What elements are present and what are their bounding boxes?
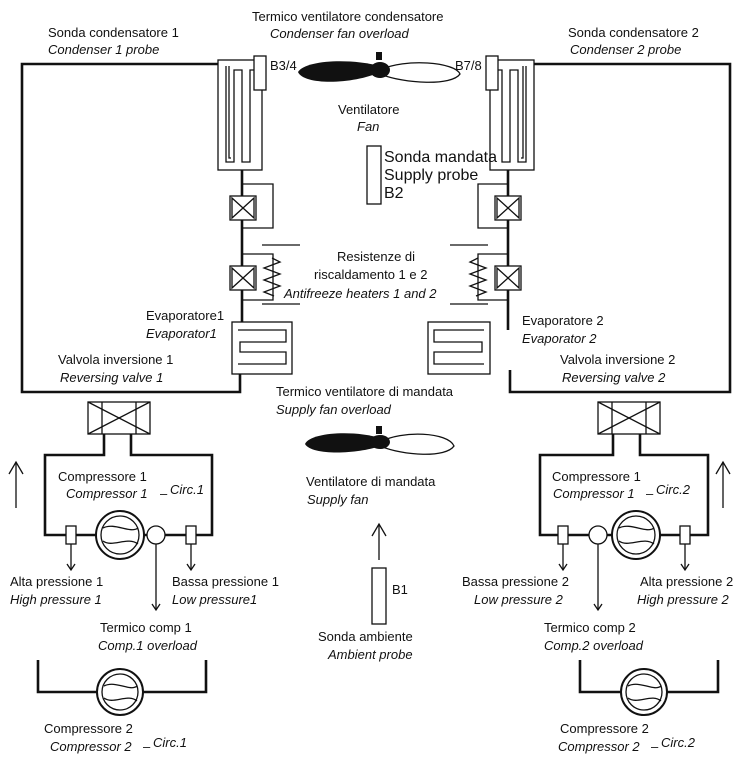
comp-overload-2-label-en: Comp.2 overload [544,638,644,653]
evaporator-1-label-it: Evaporatore1 [146,308,224,323]
supply-probe-b2 [366,145,382,205]
condenser-fan-overload-label-it: Termico ventilatore condensatore [252,9,444,24]
supply-probe-label-it: Sonda mandata [384,149,497,166]
left-circ-dash: – [160,486,168,501]
supply-fan-label-it: Ventilatore di mandata [306,474,436,489]
reversing-valve-1-label-en: Reversing valve 1 [60,370,163,385]
condenser-fan-icon [298,52,461,83]
right-circ-dash: – [646,486,654,501]
ambient-probe-label-en: Ambient probe [327,647,413,662]
b34-label: B3/4 [270,58,297,73]
comp-overload-2-label-it: Termico comp 2 [544,620,636,635]
left-flow-arrow [8,460,24,508]
reversing-valve-2-label-it: Valvola inversione 2 [560,352,675,367]
left-compressor-1 [95,510,145,560]
right-check-valve-1 [494,195,522,221]
condenser-probe-1-label-it: Sonda condensatore 1 [48,25,179,40]
high-pressure-2-label-en: High pressure 2 [637,592,730,607]
left-compressor-2-label-it: Compressore 2 [44,721,133,736]
low-pressure-1-label-it: Bassa pressione 1 [172,574,279,589]
comp-overload-1-label-en: Comp.1 overload [98,638,198,653]
left-evaporator [231,321,293,375]
condenser-probe-1 [253,55,267,91]
high-pressure-2-label-it: Alta pressione 2 [640,574,733,589]
ambient-probe-b1 [371,567,387,625]
reversing-valve-2 [597,401,661,435]
right-circ-label: Circ.2 [656,482,691,497]
condenser-probe-2-label-en: Condenser 2 probe [570,42,681,57]
left-circ-label: Circ.1 [170,482,204,497]
comp-overload-2-sensor [588,525,608,545]
right-compressor-2-circ: Circ.2 [661,735,696,750]
left-compressor-2-circ: Circ.1 [153,735,187,750]
high-pressure-1-label-en: High pressure 1 [10,592,102,607]
reversing-valve-2-label-en: Reversing valve 2 [562,370,666,385]
reversing-valve-1 [87,401,151,435]
low-pressure-2-label-it: Bassa pressione 2 [462,574,569,589]
condenser-probe-1-label-en: Condenser 1 probe [48,42,159,57]
air-flow-arrow [371,522,387,560]
evaporator-2-label-en: Evaporator 2 [522,331,597,346]
left-sensor-leads [66,544,196,612]
reversing-valve-1-label-it: Valvola inversione 1 [58,352,173,367]
b2-label: B2 [384,185,404,202]
right-compressor-1 [611,510,661,560]
right-flow-arrow [715,460,731,508]
right-check-valve-2 [494,265,522,291]
high-pressure-1-label-it: Alta pressione 1 [10,574,103,589]
b1-label: B1 [392,582,408,597]
supply-fan-label-en: Supply fan [307,492,368,507]
left-check-valve-1 [229,195,257,221]
high-pressure-switch-1 [65,525,77,545]
right-compressor-1-label-it: Compressore 1 [552,469,641,484]
right-compressor-2-label-it: Compressore 2 [560,721,649,736]
low-pressure-switch-2 [557,525,569,545]
condenser-probe-2-label-it: Sonda condensatore 2 [568,25,699,40]
right-compressor-2 [578,660,720,716]
high-pressure-switch-2 [679,525,691,545]
evaporator-1-label-en: Evaporator1 [146,326,217,341]
heaters-label-en: Antifreeze heaters 1 and 2 [283,286,437,301]
ambient-probe-label-it: Sonda ambiente [318,629,413,644]
left-compressor-2-label-en: Compressor 2 [50,739,132,754]
heaters-label-it-2: riscaldamento 1 e 2 [314,267,427,282]
left-check-valve-2 [229,265,257,291]
low-pressure-2-label-en: Low pressure 2 [474,592,564,607]
right-evaporator [427,321,491,375]
left-compressor-2-dash: – [143,739,151,754]
antifreeze-heaters [262,244,488,305]
condenser-probe-2 [485,55,499,91]
evaporator-2-label-it: Evaporatore 2 [522,313,604,328]
right-compressor-1-label-en: Compressor 1 [553,486,635,501]
comp-overload-1-sensor [146,525,166,545]
b78-label: B7/8 [455,58,482,73]
right-compressor-2-dash: – [651,739,659,754]
supply-fan-overload-label-it: Termico ventilatore di mandata [276,384,454,399]
low-pressure-1-label-en: Low pressure1 [172,592,257,607]
comp-overload-1-label-it: Termico comp 1 [100,620,192,635]
supply-probe-label-en: Supply probe [384,167,478,184]
left-compressor-1-label-en: Compressor 1 [66,486,148,501]
low-pressure-switch-1 [185,525,197,545]
right-compressor-2-label-en: Compressor 2 [558,739,640,754]
supply-fan-icon [305,426,455,455]
left-compressor-1-label-it: Compressore 1 [58,469,147,484]
left-compressor-2 [36,660,208,716]
fan-label-it: Ventilatore [338,102,399,117]
fan-label-en: Fan [357,119,379,134]
right-sensor-leads [558,544,690,612]
heaters-label-it-1: Resistenze di [337,249,415,264]
supply-fan-overload-label-en: Supply fan overload [276,402,392,417]
condenser-fan-overload-label-en: Condenser fan overload [270,26,410,41]
